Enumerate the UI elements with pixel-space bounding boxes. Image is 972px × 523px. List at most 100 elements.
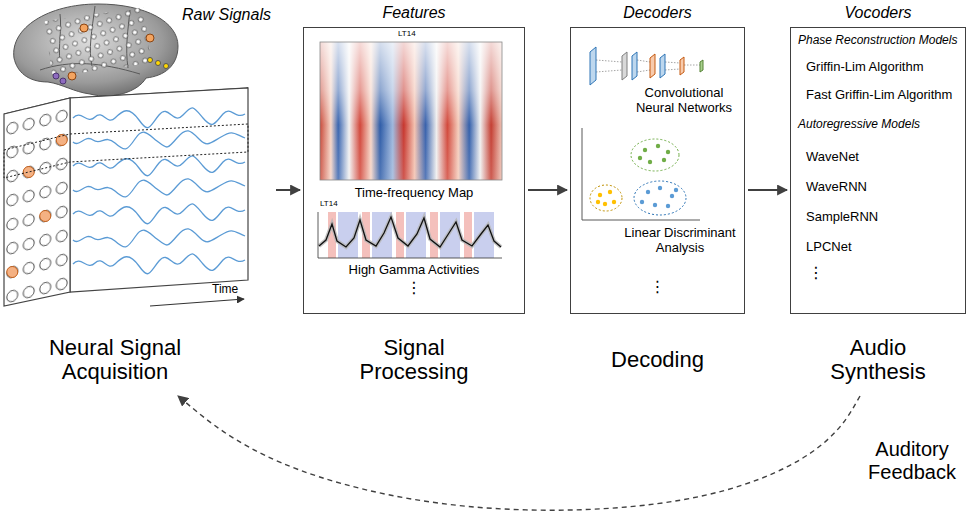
layer-link: [637, 70, 650, 72]
electrode: [40, 211, 51, 222]
category-heading: Phase Reconstruction Models: [798, 34, 957, 48]
edge-label: Auditory Feedback: [858, 438, 966, 484]
axis-label: Time: [212, 283, 238, 297]
flow-arrow: [748, 189, 787, 191]
heatmap-shade: [320, 42, 502, 180]
network-layer: [700, 60, 703, 72]
trace-line: [319, 217, 501, 247]
signal-trace: [73, 254, 245, 274]
stage-caption: Signal Processing: [344, 336, 484, 384]
electrode-array-cube: [4, 88, 248, 306]
method-name: WaveRNN: [806, 180, 867, 195]
electrode: [56, 135, 67, 146]
electrode: [60, 78, 66, 84]
time-frequency-map: [320, 42, 502, 180]
cube-face: [4, 98, 70, 306]
stage-heading: Raw Signals: [182, 6, 271, 24]
heatmap: [320, 42, 502, 180]
method-name: WaveNet: [806, 150, 859, 165]
cluster-outline: [634, 181, 686, 215]
method-name: Convolutional Neural Networks: [628, 86, 740, 116]
cube-face: [70, 88, 248, 292]
electrode: [80, 24, 88, 32]
signal-trace: [73, 204, 245, 224]
stage-panel: DecodersConvolutional Neural NetworksLin…: [570, 0, 745, 390]
method-name: SampleRNN: [806, 210, 878, 225]
plot-channel-label: LT14: [398, 30, 416, 39]
network-layer: [590, 47, 596, 85]
signal-trace: [73, 108, 245, 128]
time-arrow: [150, 299, 244, 306]
stage-caption: Audio Synthesis: [818, 336, 938, 384]
heatmap-frame: [320, 42, 502, 180]
signal-trace: [73, 156, 245, 176]
ellipsis: ⋮: [303, 279, 525, 297]
flow-arrow: [276, 189, 300, 191]
electrode: [156, 61, 161, 66]
cluster-points: [638, 144, 670, 164]
electrode: [7, 267, 18, 278]
feedback-arrow: [178, 396, 860, 510]
panel-border: [570, 27, 745, 314]
network-layer: [680, 57, 684, 75]
network-layer: [622, 52, 627, 80]
network-layer: [660, 54, 665, 78]
electrode-grid: [4, 98, 70, 306]
electrode-grid: [45, 7, 152, 76]
electrode: [148, 58, 153, 63]
plot-band: [464, 212, 472, 258]
signal-trace: [73, 179, 245, 197]
cluster-points: [640, 186, 678, 208]
trace-band: [319, 217, 501, 247]
ellipsis: ⋮: [570, 278, 745, 296]
stage-panel: VocodersPhase Reconstruction ModelsGriff…: [790, 0, 966, 390]
electrode: [23, 167, 34, 178]
stage-heading: Features: [303, 4, 525, 22]
stage-panel: FeaturesTime-frequency MapHigh Gamma Act…: [303, 0, 525, 390]
stage-caption: Neural Signal Acquisition: [25, 336, 205, 384]
layer-link: [665, 62, 680, 63]
network-layer: [632, 52, 637, 80]
plot-axes: [318, 212, 502, 258]
layer-link: [596, 70, 622, 72]
method-name: LPCNet: [806, 240, 852, 255]
plot-channel-label: LT14: [320, 200, 338, 209]
lda-scatter: [582, 128, 700, 220]
acquisition-panel: Raw SignalsTimeNeural Signal Acquisition: [0, 0, 273, 390]
layer-link: [596, 60, 622, 62]
method-name: Linear Discriminant Analysis: [620, 226, 740, 256]
flow-arrow: [528, 189, 567, 191]
method-name: High Gamma Activities: [303, 263, 525, 278]
layer-link: [665, 69, 680, 70]
method-name: Time-frequency Map: [303, 186, 525, 201]
layer-link: [684, 65, 700, 66]
stage-heading: Vocoders: [790, 4, 966, 22]
category-heading: Autoregressive Models: [798, 118, 920, 132]
cnn-illustration: [590, 47, 703, 85]
method-name: Griffin-Lim Algorithm: [806, 60, 924, 75]
stage-heading: Decoders: [570, 4, 745, 22]
cluster-points: [596, 190, 616, 206]
electrode: [53, 73, 59, 79]
plot-axes: [582, 128, 700, 220]
high-gamma-plot: [318, 212, 502, 258]
network-layer: [650, 54, 655, 78]
brain-illustration: [14, 4, 178, 96]
stage-caption: Decoding: [570, 348, 745, 372]
brain-outline: [14, 4, 178, 96]
electrode: [146, 34, 154, 42]
plot-band: [430, 212, 438, 258]
ellipsis: ⋮: [808, 264, 824, 282]
cluster-outline: [631, 139, 679, 171]
layer-link: [637, 60, 650, 62]
cluster-outline: [590, 185, 622, 211]
electrode: [68, 72, 76, 80]
method-name: Fast Griffin-Lim Algorithm: [806, 88, 952, 103]
selection-band: [4, 124, 248, 178]
